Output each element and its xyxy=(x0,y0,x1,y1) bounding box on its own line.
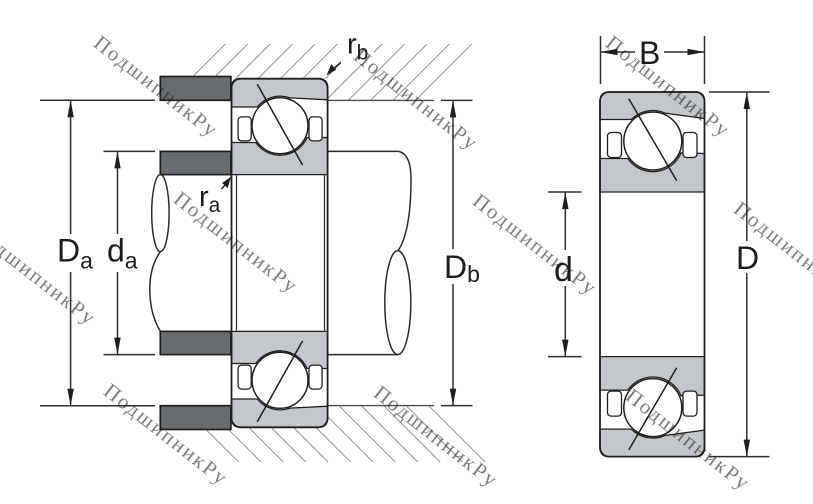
shaft-break-right-ellipse xyxy=(384,249,412,356)
shaft-break-left-curve xyxy=(149,251,162,332)
dimension-D xyxy=(709,91,770,458)
dimension-Da xyxy=(40,99,155,407)
shaft-break-right-curve xyxy=(397,150,412,252)
shaft-spacer-bottom xyxy=(159,330,232,356)
shaft xyxy=(149,150,412,356)
bearing-outline xyxy=(599,91,706,458)
label-rb: rb xyxy=(347,29,368,65)
left-view-mounted-bearing xyxy=(149,44,491,462)
shaft-spacer-top xyxy=(159,150,232,176)
label-Db: Db xyxy=(444,249,480,287)
cage-left xyxy=(606,131,623,159)
housing-hatch-bottom xyxy=(188,405,491,462)
label-Da: Da xyxy=(57,233,93,274)
dimension-labels: Da da Db d D B ra rb xyxy=(57,29,759,290)
cage-right xyxy=(682,131,698,159)
shaft-break-left-ellipse xyxy=(150,173,170,253)
leader-ra xyxy=(220,176,231,190)
label-B: B xyxy=(639,35,660,71)
contact-angle-line xyxy=(256,83,304,166)
right-view-bearing xyxy=(599,91,706,458)
cage-left xyxy=(237,116,252,142)
bearing-section-top xyxy=(230,78,329,176)
label-D: D xyxy=(736,240,759,276)
label-backgrounds xyxy=(54,30,761,286)
bearing-section-bottom xyxy=(230,330,329,429)
label-ra: ra xyxy=(199,181,221,217)
cage-right xyxy=(308,116,323,142)
watermark-text: ПодшипникРу xyxy=(468,188,602,300)
label-da: da xyxy=(107,233,138,274)
housing-hatch-top xyxy=(188,44,491,101)
contact-angle-line xyxy=(628,98,678,182)
label-d: d xyxy=(554,251,573,289)
bearing-outline xyxy=(230,77,329,429)
